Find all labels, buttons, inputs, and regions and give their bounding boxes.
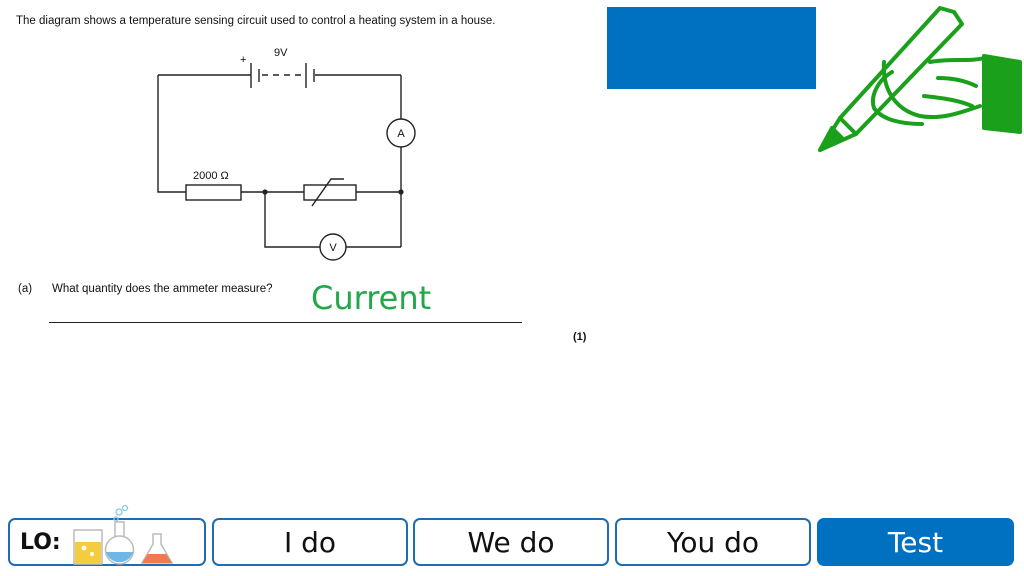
lo-label: LO: bbox=[20, 529, 61, 555]
fixed-resistor bbox=[185, 184, 242, 201]
ammeter-label: A bbox=[397, 128, 405, 140]
resistor-value: 2000 Ω bbox=[193, 170, 229, 182]
voltmeter-circle bbox=[319, 233, 347, 261]
lo-button[interactable]: LO: bbox=[8, 504, 206, 566]
we-do-label: We do bbox=[467, 525, 555, 559]
wire-voltmeter-left bbox=[264, 192, 320, 248]
i-do-label: I do bbox=[283, 525, 337, 559]
blue-panel bbox=[607, 7, 816, 89]
question-part-label: (a) bbox=[18, 283, 33, 295]
junction-dot bbox=[262, 189, 268, 195]
you-do-button[interactable]: You do bbox=[615, 518, 811, 566]
pen-hand-icon bbox=[818, 6, 1022, 152]
battery-voltage: 9V bbox=[274, 47, 288, 59]
voltmeter-label: V bbox=[329, 242, 337, 254]
marks-label: (1) bbox=[573, 331, 587, 343]
we-do-button[interactable]: We do bbox=[413, 518, 609, 566]
battery-positive: + bbox=[240, 54, 246, 66]
lab-flasks-icon bbox=[73, 504, 174, 565]
you-do-label: You do bbox=[666, 525, 760, 559]
beaker-icon bbox=[73, 529, 103, 565]
test-label: Test bbox=[887, 525, 944, 559]
answer-line bbox=[49, 322, 522, 323]
thermistor bbox=[303, 184, 357, 201]
thermistor-line bbox=[311, 178, 344, 207]
i-do-button[interactable]: I do bbox=[212, 518, 408, 566]
round-flask-icon bbox=[104, 504, 135, 565]
wire-left bbox=[157, 75, 186, 193]
answer-text: Current bbox=[311, 279, 432, 317]
conical-flask-icon bbox=[140, 533, 174, 564]
circuit-diagram: + 9V 2000 Ω A V bbox=[157, 47, 416, 261]
question-intro: The diagram shows a temperature sensing … bbox=[16, 15, 496, 27]
test-button[interactable]: Test bbox=[817, 518, 1014, 566]
question-text: What quantity does the ammeter measure? bbox=[52, 283, 273, 295]
ammeter-circle bbox=[386, 118, 416, 148]
junction-dot bbox=[398, 189, 404, 195]
